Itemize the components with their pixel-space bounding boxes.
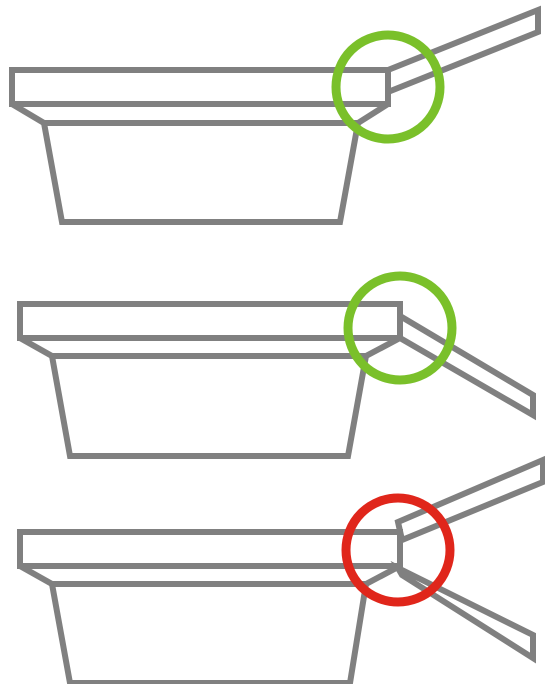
upper-arm: [385, 5, 541, 97]
correct-hinge-marker: [343, 271, 457, 385]
hinge-config-1: [9, 5, 541, 225]
upper-arm: [394, 455, 545, 545]
lower-arm: [397, 310, 536, 421]
lid-chamfer-left: [18, 335, 54, 359]
lid-chamfer-right: [356, 101, 390, 126]
hinge-config-3: [17, 455, 545, 684]
lid-chamfer-left: [10, 101, 46, 126]
lid-chamfer-right: [364, 335, 402, 359]
tray-body: [40, 120, 362, 225]
lid-chamfer-right: [364, 563, 402, 587]
incorrect-hinge-marker: [341, 493, 455, 607]
lid-plate: [17, 529, 403, 569]
tray-body: [48, 581, 370, 684]
hinge-config-2: [17, 271, 536, 459]
lid-chamfer-left: [18, 563, 54, 587]
correct-hinge-marker: [331, 30, 445, 144]
tray-body: [48, 353, 370, 459]
lid-plate: [17, 301, 403, 341]
lower-arm: [390, 560, 536, 664]
